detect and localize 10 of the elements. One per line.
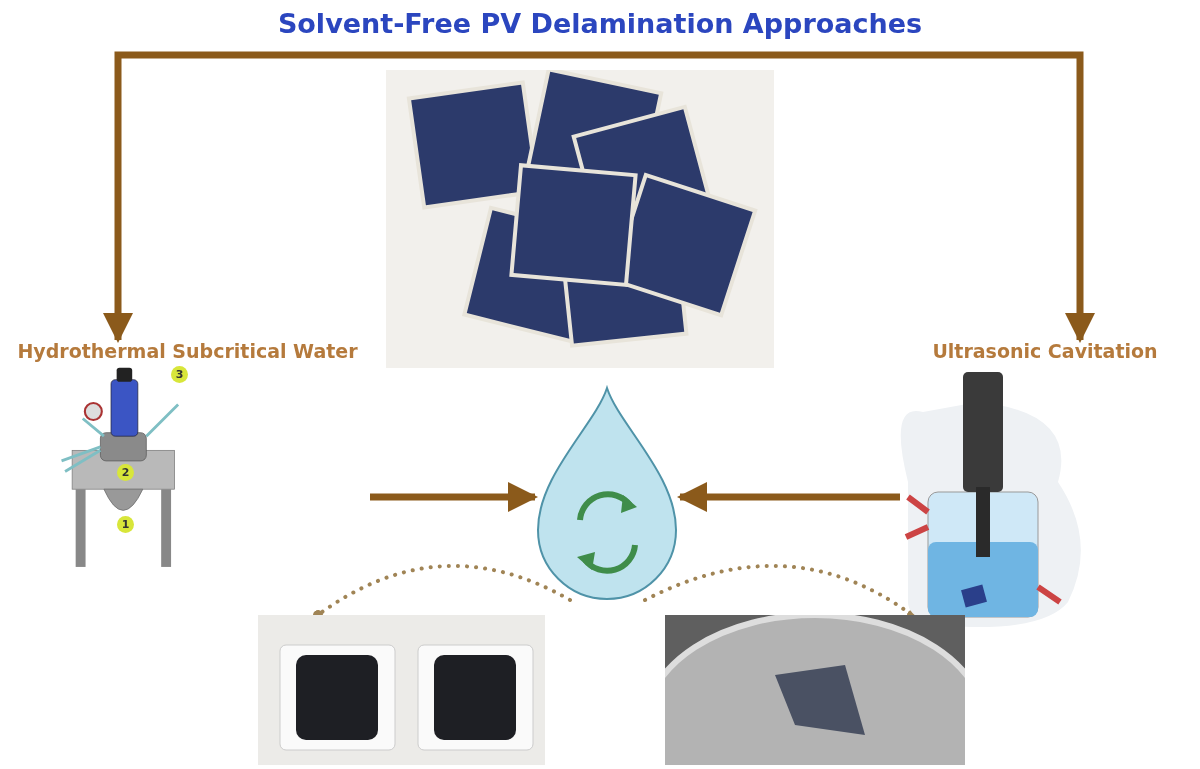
powder-trays-photo bbox=[258, 615, 545, 765]
glass-fragments-photo bbox=[665, 615, 965, 765]
callout-number: 1 bbox=[117, 516, 134, 533]
title: Solvent-Free PV Delamination Approaches bbox=[276, 8, 924, 39]
heading: Hydrothermal Subcritical Water bbox=[16, 340, 359, 362]
heading: Ultrasonic Cavitation bbox=[931, 340, 1159, 362]
arrow bbox=[677, 482, 900, 512]
water-drop-icon bbox=[535, 385, 680, 600]
solar-cells-photo bbox=[386, 70, 774, 368]
callout-number: 3 bbox=[171, 366, 188, 383]
